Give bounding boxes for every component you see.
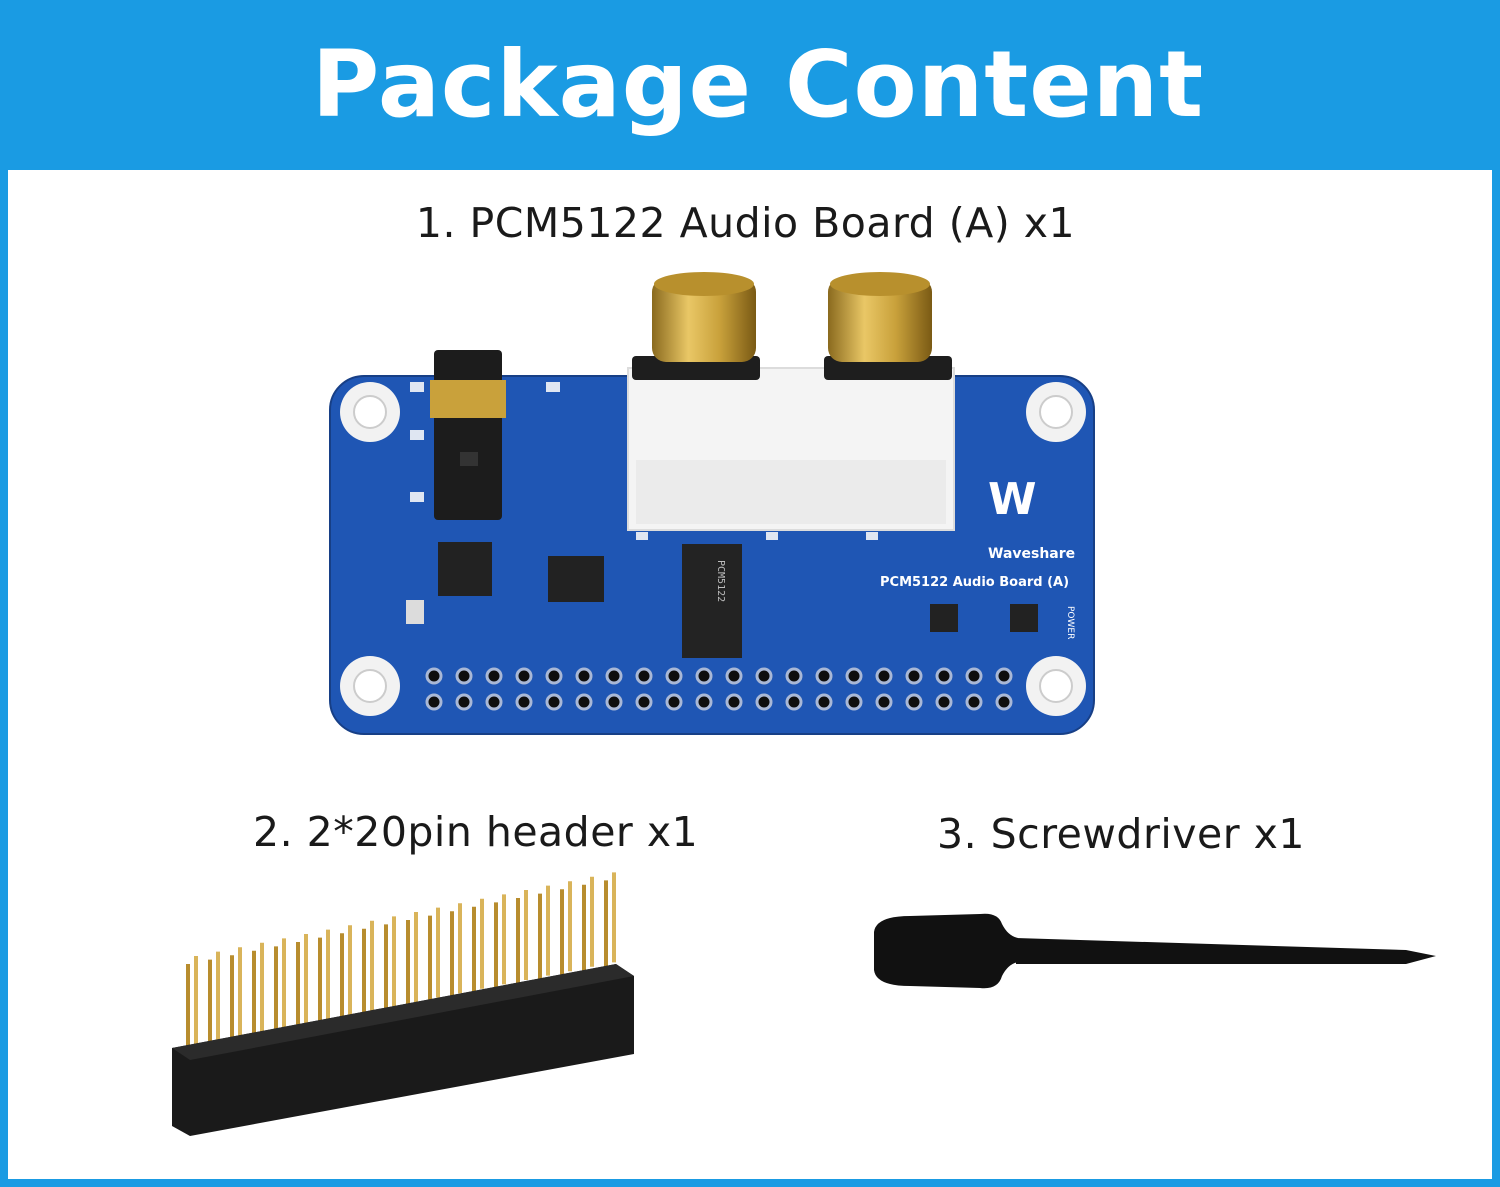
gpio-pad [785,667,803,685]
gpio-pad [485,667,503,685]
gpio-pad [635,693,653,711]
gpio-pad [905,667,923,685]
ic-small-1 [930,604,958,632]
board-model-label: PCM5122 Audio Board (A) [880,575,1069,590]
gpio-pad [695,693,713,711]
gpio-pad [995,693,1013,711]
gpio-pad [545,667,563,685]
dac-chip: PCM5122 [682,544,742,658]
gpio-pad [575,667,593,685]
screwdriver-shaft [1016,938,1436,964]
ic-soic [548,556,604,602]
gpio-pad [695,667,713,685]
brand-logo: W [988,474,1037,525]
gpio-pad [455,693,473,711]
gpio-pad [845,693,863,711]
screwdriver-image [874,913,1436,989]
item-caption-screwdriver: 3. Screwdriver x1 [937,810,1305,858]
gpio-pad [725,693,743,711]
brand-name: Waveshare [988,546,1075,562]
gpio-pad [755,693,773,711]
gpio-pad [905,693,923,711]
audio-jack [430,350,506,520]
gpio-pad [635,667,653,685]
screwdriver-handle [874,913,1018,989]
gpio-pad [875,693,893,711]
ic-qfn [438,542,492,596]
gpio-pad [425,667,443,685]
rca-connector-left [632,272,760,380]
gpio-pad [995,667,1013,685]
page-title: Package Content [311,31,1205,138]
gpio-pad [815,693,833,711]
gpio-pad [965,693,983,711]
gpio-pad [485,693,503,711]
dac-chip-label: PCM5122 [715,560,726,602]
gpio-pad [575,693,593,711]
gpio-pad [755,667,773,685]
header-body [172,964,634,1136]
gpio-pad [965,667,983,685]
gpio-pad [935,693,953,711]
gpio-pad [935,667,953,685]
mounting-holes [340,382,1086,716]
gpio-pad [515,667,533,685]
gpio-pad [665,693,683,711]
gpio-pads [425,667,1013,711]
gpio-pad [875,667,893,685]
audio-board-image: PCM5122 W Waveshare PCM5122 Audio Board … [329,272,1095,735]
smd-components [406,382,878,624]
gpio-pad [725,667,743,685]
ic-small-2 [1010,604,1038,632]
header-pins [186,872,616,1054]
gpio-pad [545,693,563,711]
power-label: POWER [1065,606,1075,639]
gpio-pad [785,693,803,711]
item-caption-pin-header: 2. 2*20pin header x1 [253,808,699,856]
gpio-pad [515,693,533,711]
title-banner: Package Content [8,0,1500,170]
gpio-pad [605,693,623,711]
gpio-pad [425,693,443,711]
rca-connector-right [824,272,952,380]
gpio-pad [665,667,683,685]
pin-header-image [172,872,634,1136]
gpio-pad [845,667,863,685]
gpio-pad [455,667,473,685]
gpio-pad [815,667,833,685]
gpio-pad [605,667,623,685]
item-caption-audio-board: 1. PCM5122 Audio Board (A) x1 [415,199,1076,247]
